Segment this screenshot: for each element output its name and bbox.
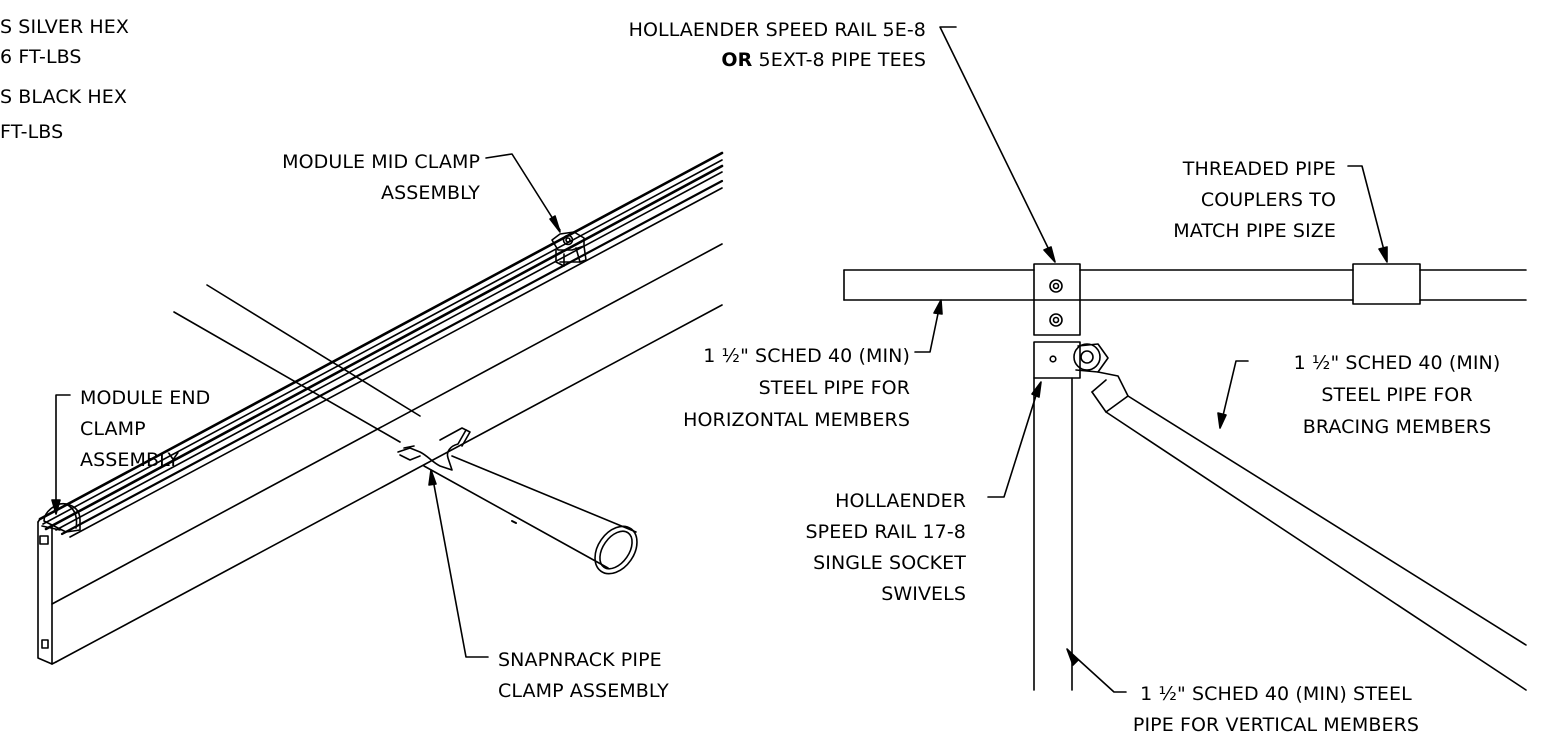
torque-note-line-1: S SILVER HEX: [0, 16, 130, 38]
label-swivels-line-2: SPEED RAIL 17-8: [805, 521, 966, 543]
label-swivels-line-4: SWIVELS: [881, 583, 966, 605]
label-mid-clamp: MODULE MID CLAMP ASSEMBLY: [218, 147, 480, 209]
label-horizontal-pipe-line-3: HORIZONTAL MEMBERS: [683, 409, 910, 431]
leader-bracing-pipe: [1217, 360, 1249, 429]
label-end-clamp-line-3: ASSEMBLY: [80, 449, 180, 471]
label-vertical-pipe: 1 ½" SCHED 40 (MIN) STEEL PIPE FOR VERTI…: [1126, 679, 1426, 741]
label-vertical-pipe-line-1: 1 ½" SCHED 40 (MIN) STEEL: [1140, 683, 1412, 705]
vertical-pipe: [1033, 377, 1073, 691]
torque-notes: S SILVER HEX 6 FT-LBS S BLACK HEX FT-LBS: [0, 16, 129, 144]
label-end-clamp-line-2: CLAMP: [80, 418, 146, 440]
label-horizontal-pipe: 1 ½" SCHED 40 (MIN) STEEL PIPE FOR HORIZ…: [620, 340, 910, 436]
label-swivels-line-3: SINGLE SOCKET: [813, 552, 966, 574]
label-bracing-pipe-line-1: 1 ½" SCHED 40 (MIN): [1293, 352, 1501, 374]
leader-couplers: [1347, 165, 1388, 263]
label-vertical-pipe-line-2: PIPE FOR VERTICAL MEMBERS: [1132, 714, 1420, 736]
label-couplers-line-3: MATCH PIPE SIZE: [1173, 220, 1336, 242]
label-couplers-line-2: COUPLERS TO: [1200, 189, 1336, 211]
label-speed-rail-tee-rest: 5EXT-8 PIPE TEES: [752, 49, 926, 71]
label-bracing-pipe-line-3: BRACING MEMBERS: [1302, 416, 1492, 438]
pipe-clamp-shape: [397, 427, 471, 471]
mid-clamp-shape: [551, 231, 587, 267]
label-mid-clamp-line-2: ASSEMBLY: [380, 182, 480, 204]
label-pipe-clamp-line-1: SNAPNRACK PIPE: [498, 649, 662, 671]
label-couplers-line-1: THREADED PIPE: [1182, 158, 1336, 180]
leader-mid-clamp: [485, 153, 561, 233]
pipe-tee: [1033, 263, 1081, 336]
label-bracing-pipe-line-2: STEEL PIPE FOR: [1321, 384, 1473, 406]
torque-note-line-3: S BLACK HEX: [0, 86, 127, 108]
label-pipe-clamp: SNAPNRACK PIPE CLAMP ASSEMBLY: [498, 645, 669, 707]
label-speed-rail-tee-line-2: OR 5EXT-8 PIPE TEES: [540, 45, 926, 75]
single-socket-swivel: [1033, 341, 1129, 413]
label-mid-clamp-line-1: MODULE MID CLAMP: [282, 151, 480, 173]
label-horizontal-pipe-line-2: STEEL PIPE FOR: [758, 377, 910, 399]
label-bracing-pipe: 1 ½" SCHED 40 (MIN) STEEL PIPE FOR BRACI…: [1252, 347, 1542, 443]
label-horizontal-pipe-line-1: 1 ½" SCHED 40 (MIN): [703, 345, 910, 367]
leader-horizontal-pipe: [914, 299, 943, 353]
end-clamp-shape: [41, 502, 81, 533]
leader-vertical-pipe: [1066, 648, 1127, 693]
module-rail: [37, 151, 724, 665]
label-end-clamp-line-1: MODULE END: [80, 387, 211, 409]
torque-note-line-2: 6 FT-LBS: [0, 46, 82, 68]
label-swivels-line-1: HOLLAENDER: [835, 490, 966, 512]
leader-speed-rail-tee: [939, 26, 1056, 263]
leader-pipe-clamp: [428, 469, 489, 658]
label-end-clamp: MODULE END CLAMP ASSEMBLY: [80, 383, 210, 476]
bracing-pipe: [1105, 395, 1527, 691]
pipe-coupler: [1352, 263, 1421, 305]
label-swivels: HOLLAENDER SPEED RAIL 17-8 SINGLE SOCKET…: [700, 486, 966, 610]
leader-swivels: [987, 381, 1042, 498]
torque-note-line-4: FT-LBS: [0, 121, 64, 143]
horizontal-pipe-right: [843, 269, 1527, 301]
label-speed-rail-tee-line-1: HOLLAENDER SPEED RAIL 5E-8: [628, 19, 926, 41]
leader-end-clamp: [51, 394, 71, 515]
label-pipe-clamp-line-2: CLAMP ASSEMBLY: [498, 680, 669, 702]
label-speed-rail-tee: HOLLAENDER SPEED RAIL 5E-8 OR 5EXT-8 PIP…: [540, 15, 926, 75]
horizontal-pipe-left: [173, 284, 638, 575]
label-speed-rail-tee-or: OR: [721, 49, 753, 71]
label-couplers: THREADED PIPE COUPLERS TO MATCH PIPE SIZ…: [1100, 154, 1336, 247]
